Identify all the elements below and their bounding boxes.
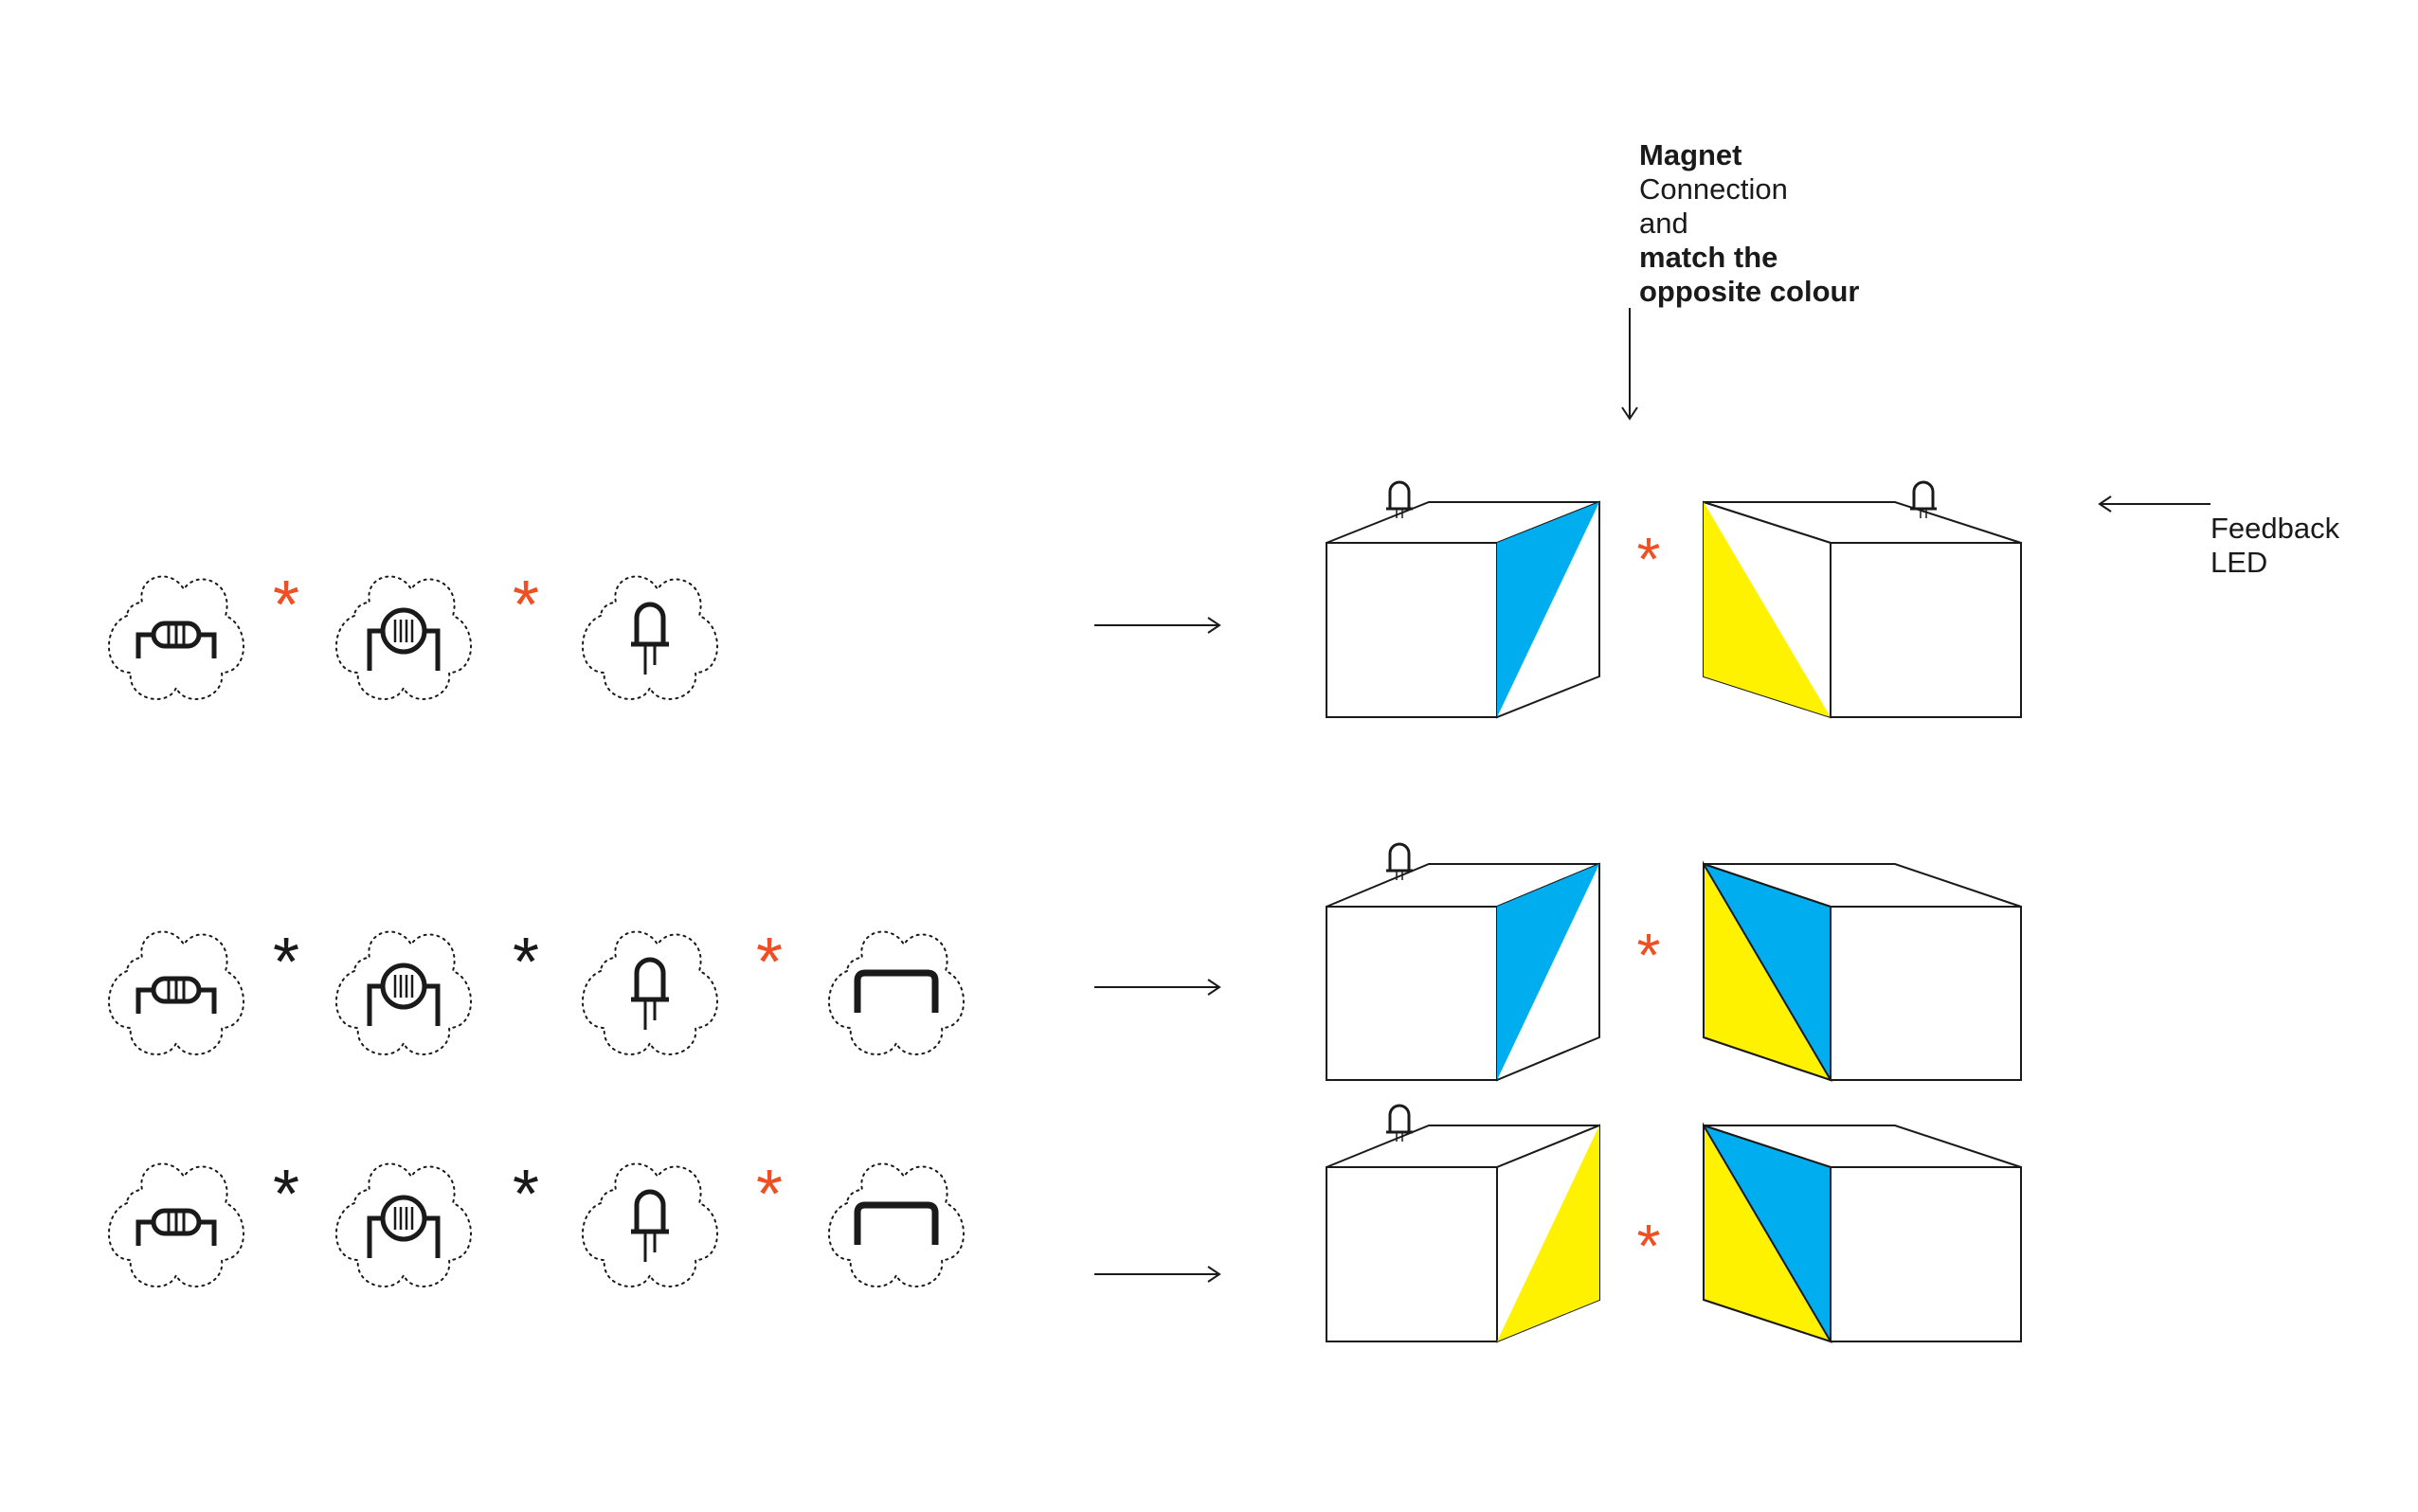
black-asterisk: * bbox=[273, 925, 299, 1000]
magnet-annotation: Magnet Connection and match the opposite… bbox=[1639, 138, 1860, 309]
resistor-cloud bbox=[107, 1162, 245, 1287]
feedback-label-line1: Feedback bbox=[2210, 512, 2340, 545]
led-cloud bbox=[581, 575, 719, 700]
left-cube bbox=[1326, 480, 1600, 719]
led-icon bbox=[631, 604, 669, 675]
photoresistor-cloud bbox=[334, 930, 473, 1055]
black-asterisk: * bbox=[273, 1157, 299, 1233]
photoresistor-cloud bbox=[334, 575, 473, 700]
resistor-cloud bbox=[107, 930, 245, 1055]
feedback-arrow bbox=[2098, 495, 2210, 513]
left-cube bbox=[1326, 842, 1600, 1082]
resistor-icon bbox=[138, 979, 214, 1014]
photoresistor-icon bbox=[370, 610, 438, 671]
magnet-arrow bbox=[1621, 308, 1638, 421]
right-cube bbox=[1703, 1122, 2022, 1343]
blue-face bbox=[1497, 502, 1599, 717]
led-cloud bbox=[581, 1162, 719, 1287]
yellow-face bbox=[1703, 1122, 1833, 1343]
jumper-cloud bbox=[827, 930, 965, 1055]
red-asterisk: * bbox=[756, 1157, 783, 1233]
red-asterisk: * bbox=[1637, 1212, 1661, 1280]
jumper-wire-icon bbox=[857, 973, 935, 1013]
red-asterisk: * bbox=[273, 567, 299, 643]
feedback-annotation: Feedback LED bbox=[2210, 512, 2339, 580]
magnet-label-line3: and bbox=[1639, 207, 1688, 240]
magnet-label-line2: Connection bbox=[1639, 172, 1788, 206]
red-asterisk: * bbox=[1637, 921, 1661, 989]
led-cloud bbox=[581, 930, 719, 1055]
photoresistor-icon bbox=[370, 965, 438, 1026]
photoresistor-icon bbox=[370, 1197, 438, 1258]
row-1: * * * bbox=[107, 480, 2022, 719]
magnet-label-line4: match the bbox=[1639, 241, 1778, 274]
black-asterisk: * bbox=[513, 925, 539, 1000]
resistor-icon bbox=[138, 1211, 214, 1246]
blue-face bbox=[1497, 864, 1599, 1080]
red-asterisk: * bbox=[513, 567, 539, 643]
magnet-label-line5: opposite colour bbox=[1639, 275, 1860, 308]
feedback-label-line2: LED bbox=[2210, 546, 2268, 579]
red-asterisk: * bbox=[756, 925, 783, 1000]
magnet-label-title: Magnet bbox=[1639, 138, 1742, 171]
arrow-right bbox=[1094, 979, 1221, 996]
right-cube bbox=[1703, 860, 2022, 1082]
left-cube bbox=[1326, 1104, 1600, 1343]
yellow-face bbox=[1704, 502, 1831, 717]
led-icon bbox=[631, 1192, 669, 1262]
row-3: * * * * bbox=[107, 1104, 2022, 1343]
arrow-right bbox=[1094, 1266, 1221, 1283]
right-cube bbox=[1703, 480, 2022, 719]
black-asterisk: * bbox=[513, 1157, 539, 1233]
jumper-cloud bbox=[827, 1162, 965, 1287]
yellow-face bbox=[1497, 1125, 1599, 1341]
red-asterisk: * bbox=[1637, 525, 1661, 593]
jumper-wire-icon bbox=[857, 1205, 935, 1245]
resistor-icon bbox=[138, 623, 214, 658]
photoresistor-cloud bbox=[334, 1162, 473, 1287]
arrow-right bbox=[1094, 617, 1221, 634]
led-icon bbox=[631, 960, 669, 1030]
resistor-cloud bbox=[107, 575, 245, 700]
yellow-face bbox=[1703, 860, 1833, 1082]
row-2: * * * * bbox=[107, 842, 2022, 1082]
